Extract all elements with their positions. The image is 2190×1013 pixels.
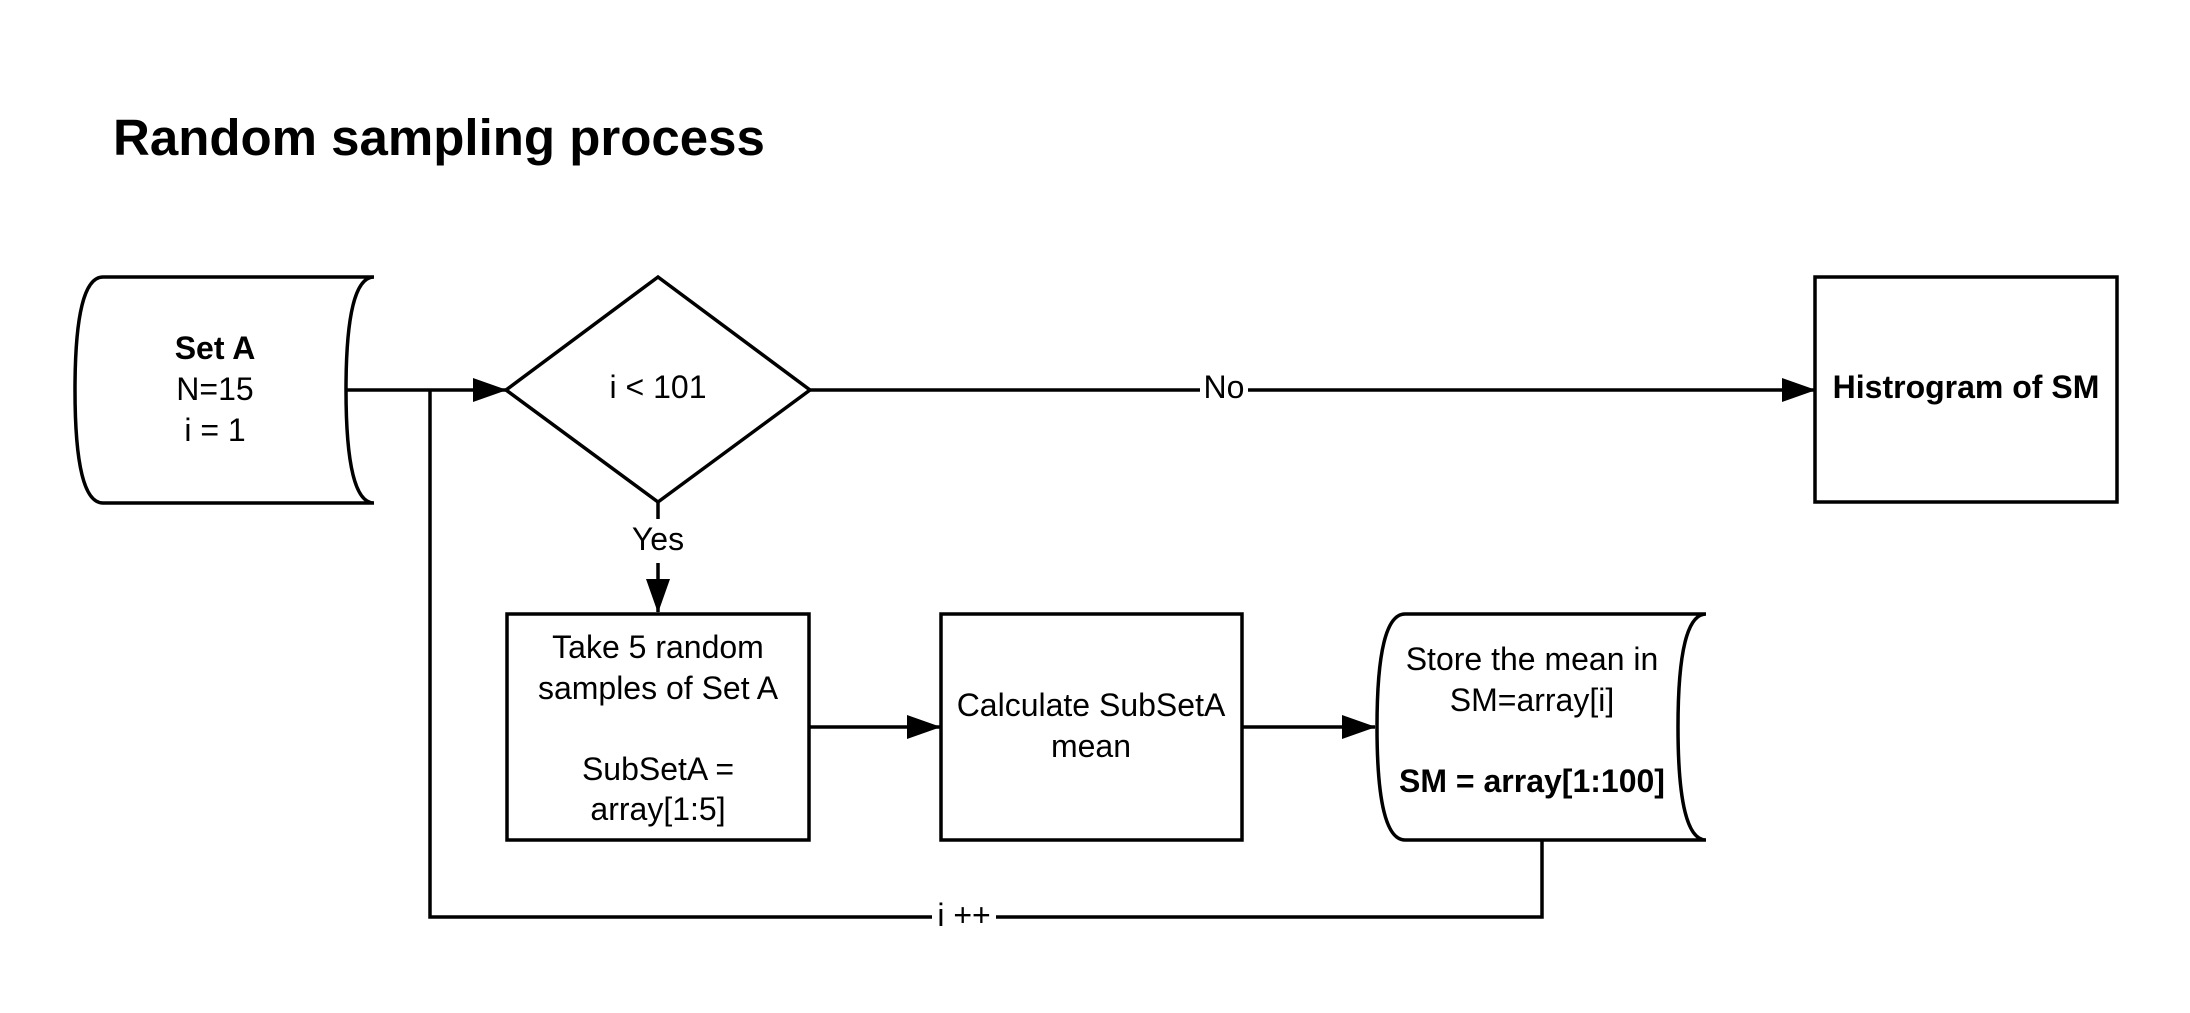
node-store-mean: Store the mean in SM=array[i] SM = array… <box>1375 612 1707 842</box>
no-label-background <box>1200 368 1248 410</box>
take-samples-box <box>505 612 811 842</box>
take-samples-line3: SubSetA = <box>582 751 734 787</box>
decision-label: i < 101 <box>610 369 707 405</box>
node-histogram: Histrogram of SM <box>1813 275 2119 504</box>
store-mean-line3: SM = array[1:100] <box>1399 763 1665 799</box>
page-title: Random sampling process <box>113 109 765 166</box>
store-mean-line2: SM=array[i] <box>1450 682 1614 718</box>
histogram-box <box>1813 275 2119 504</box>
decision-diamond <box>503 274 813 505</box>
stored-data-shape <box>1375 612 1707 842</box>
calculate-mean-line1: Calculate SubSetA <box>957 687 1226 723</box>
histogram-label: Histrogram of SM <box>1833 369 2100 405</box>
node-set-a: Set A N=15 i = 1 <box>73 275 375 505</box>
store-mean-line1: Store the mean in <box>1406 641 1659 677</box>
edge-label-loop: i ++ <box>937 897 990 933</box>
node-decision: i < 101 <box>503 274 813 505</box>
calculate-mean-line2: mean <box>1051 728 1131 764</box>
set-a-title: Set A <box>175 330 256 366</box>
take-samples-line2: samples of Set A <box>538 670 779 706</box>
yes-label-background <box>626 519 690 563</box>
node-calculate-mean: Calculate SubSetA mean <box>939 612 1244 842</box>
take-samples-line1: Take 5 random <box>552 629 764 665</box>
node-take-samples: Take 5 random samples of Set A SubSetA =… <box>505 612 811 842</box>
set-a-i: i = 1 <box>184 412 245 448</box>
loop-label-background <box>932 896 996 938</box>
stored-data-shape <box>73 275 375 505</box>
edge-label-yes: Yes <box>632 521 684 557</box>
take-samples-line4: array[1:5] <box>590 791 725 827</box>
edge-label-no: No <box>1204 369 1245 405</box>
calculate-mean-box <box>939 612 1244 842</box>
set-a-n: N=15 <box>176 371 253 407</box>
